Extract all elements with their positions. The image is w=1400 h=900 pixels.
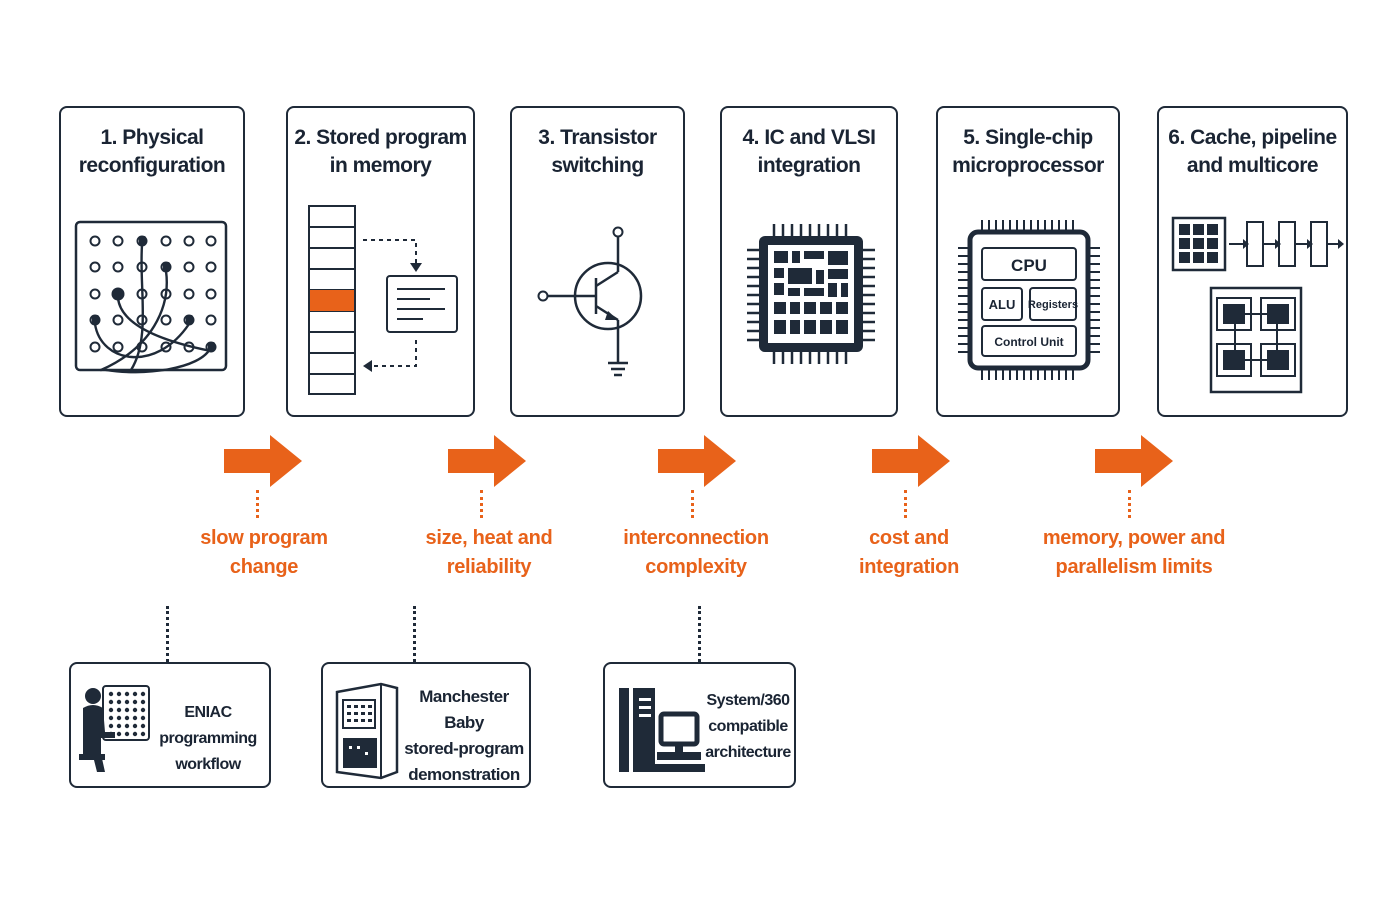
stage-title: 4. IC and VLSI integration	[742, 126, 876, 177]
limitation-label-1: slow program change	[200, 527, 328, 578]
microprocessor-icon: CPU ALU Registers Control Unit	[958, 220, 1100, 380]
limitation-connector-3	[691, 490, 694, 518]
stage-title: 5. Single-chip microprocessor	[952, 126, 1104, 177]
stage-card-3: 3. Transistor switching	[510, 106, 685, 417]
example-connector-2	[413, 606, 416, 662]
stage-title: 1. Physical reconfiguration	[78, 126, 226, 177]
stage-card-1: 1. Physical reconfiguration	[59, 106, 245, 417]
limitation-label-5: memory, power and parallelism limits	[1042, 527, 1226, 578]
transistor-icon	[537, 226, 643, 377]
example-card-eniac: ENIAC programming workflow	[69, 662, 271, 788]
cache-pipeline-multicore-icon	[1171, 216, 1344, 394]
transition-arrow-1	[224, 435, 302, 487]
transition-arrow-5	[1095, 435, 1173, 487]
computer-cabinet-icon	[335, 682, 399, 780]
transition-arrow-3	[658, 435, 736, 487]
registers-block-label: Registers	[1028, 299, 1078, 311]
example-connector-3	[698, 606, 701, 662]
limitation-label-3: interconnection complexity	[623, 527, 769, 578]
example-connector-1	[166, 606, 169, 662]
stage-card-6: 6. Cache, pipeline and multicore	[1157, 106, 1348, 417]
limitation-label-2: size, heat and reliability	[425, 527, 553, 578]
stage-title: 3. Transistor switching	[538, 126, 657, 177]
stage-card-4: 4. IC and VLSI integration	[720, 106, 898, 417]
example-label: System/360 compatible architecture	[705, 692, 791, 761]
limitation-label-4: cost and integration	[858, 527, 960, 578]
stage-card-5: 5. Single-chip microprocessor CPU ALU Re…	[936, 106, 1120, 417]
example-label: Manchester Baby stored-program demonstra…	[404, 687, 524, 784]
mainframe-terminal-icon	[619, 688, 705, 772]
stage-title: 2. Stored program in memory	[294, 126, 467, 177]
example-label: ENIAC programming workflow	[159, 704, 257, 773]
operator-at-panel-icon	[79, 685, 150, 772]
transition-arrow-4	[872, 435, 950, 487]
limitation-connector-2	[480, 490, 483, 518]
transition-arrow-2	[448, 435, 526, 487]
limitation-connector-5	[1128, 490, 1131, 518]
memory-stack-icon	[308, 205, 458, 395]
plugboard-icon	[74, 220, 228, 374]
limitation-connector-1	[256, 490, 259, 518]
example-card-system-360: System/360 compatible architecture	[603, 662, 796, 788]
stage-title: 6. Cache, pipeline and multicore	[1168, 126, 1337, 177]
limitation-connector-4	[904, 490, 907, 518]
cpu-block-label: CPU	[1011, 256, 1047, 275]
example-card-manchester-baby: Manchester Baby stored-program demonstra…	[321, 662, 531, 788]
control-unit-block-label: Control Unit	[994, 335, 1063, 349]
alu-block-label: ALU	[989, 297, 1016, 312]
integrated-circuit-icon	[747, 224, 875, 364]
stage-card-2: 2. Stored program in memory	[286, 106, 475, 417]
